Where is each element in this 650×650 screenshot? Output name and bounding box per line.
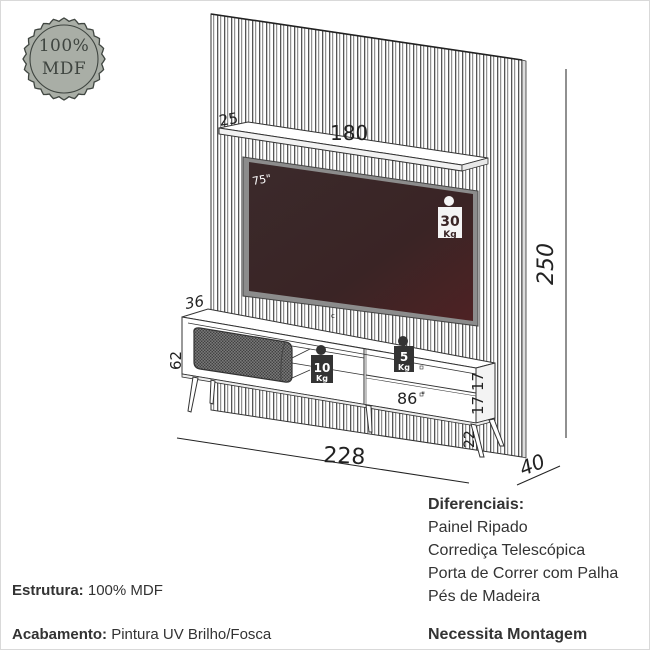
dim-drawer-width: 86 [397,389,417,408]
dim-leg-height: 22 [462,430,478,448]
finish-label: Acabamento: [12,626,108,643]
dim-drawer-top: 17 [469,372,487,391]
feature-item: Pés de Madeira [428,588,541,605]
assembly-required-note: Necessita Montagem [428,626,588,643]
feature-item: Corrediça Telescópica [428,542,586,559]
drawer-weight-unit: Kg [398,363,410,372]
tv-screen: 75" 30 Kg c [242,156,479,327]
drawer-handle [419,365,424,370]
feature-item: Painel Ripado [428,519,528,536]
mdf-seal-badge: 100% MDF [22,17,106,101]
drawers [365,365,477,397]
feature-item: Porta de Correr com Palha [428,565,619,582]
weight-30kg-icon: 30 Kg [438,196,462,240]
dim-shelf-depth: 25 [218,109,240,130]
weight-5kg-icon: 5 Kg [394,336,414,372]
structure-value: 100% MDF [87,582,163,599]
weight-10kg-icon: 10 Kg [311,345,333,383]
seal-icon [22,17,106,101]
wooden-legs [187,376,505,458]
tv-weight-value: 30 [440,214,460,230]
dim-rack-height: 62 [167,351,185,370]
straw-sliding-door [193,327,293,383]
tv-weight-unit: Kg [443,230,456,240]
finish-spec: Acabamento: Pintura UV Brilho/Fosca [12,626,271,643]
badge-line2: MDF [41,59,87,79]
svg-text:": " [421,391,425,401]
dim-drawer-bottom: 17 [469,396,487,415]
tv-size-label: 75" [251,172,272,188]
dim-total-height: 250 [534,243,559,285]
badge-line1: 100% [38,36,90,56]
drawer-weight-value: 5 [400,350,408,364]
dim-total-width: 228 [323,443,366,470]
tv-rack: 10 Kg 5 Kg [181,308,505,458]
structure-label: Estrutura: [12,582,84,599]
drawer-handle [419,392,424,397]
top-shelf [218,121,489,172]
finish-value: Pintura UV Brilho/Fosca [111,626,272,643]
dim-rack-depth: 36 [184,292,206,313]
features-title: Diferenciais: [428,496,525,513]
structure-spec: Estrutura: 100% MDF [12,582,163,599]
dim-shelf-width: 180 [330,121,368,145]
niche-weight-unit: Kg [316,374,328,383]
niche-weight-value: 10 [314,361,331,375]
tv-stand-mark: c [331,312,335,320]
features-list: Diferenciais: Painel Ripado Corrediça Te… [428,493,618,608]
